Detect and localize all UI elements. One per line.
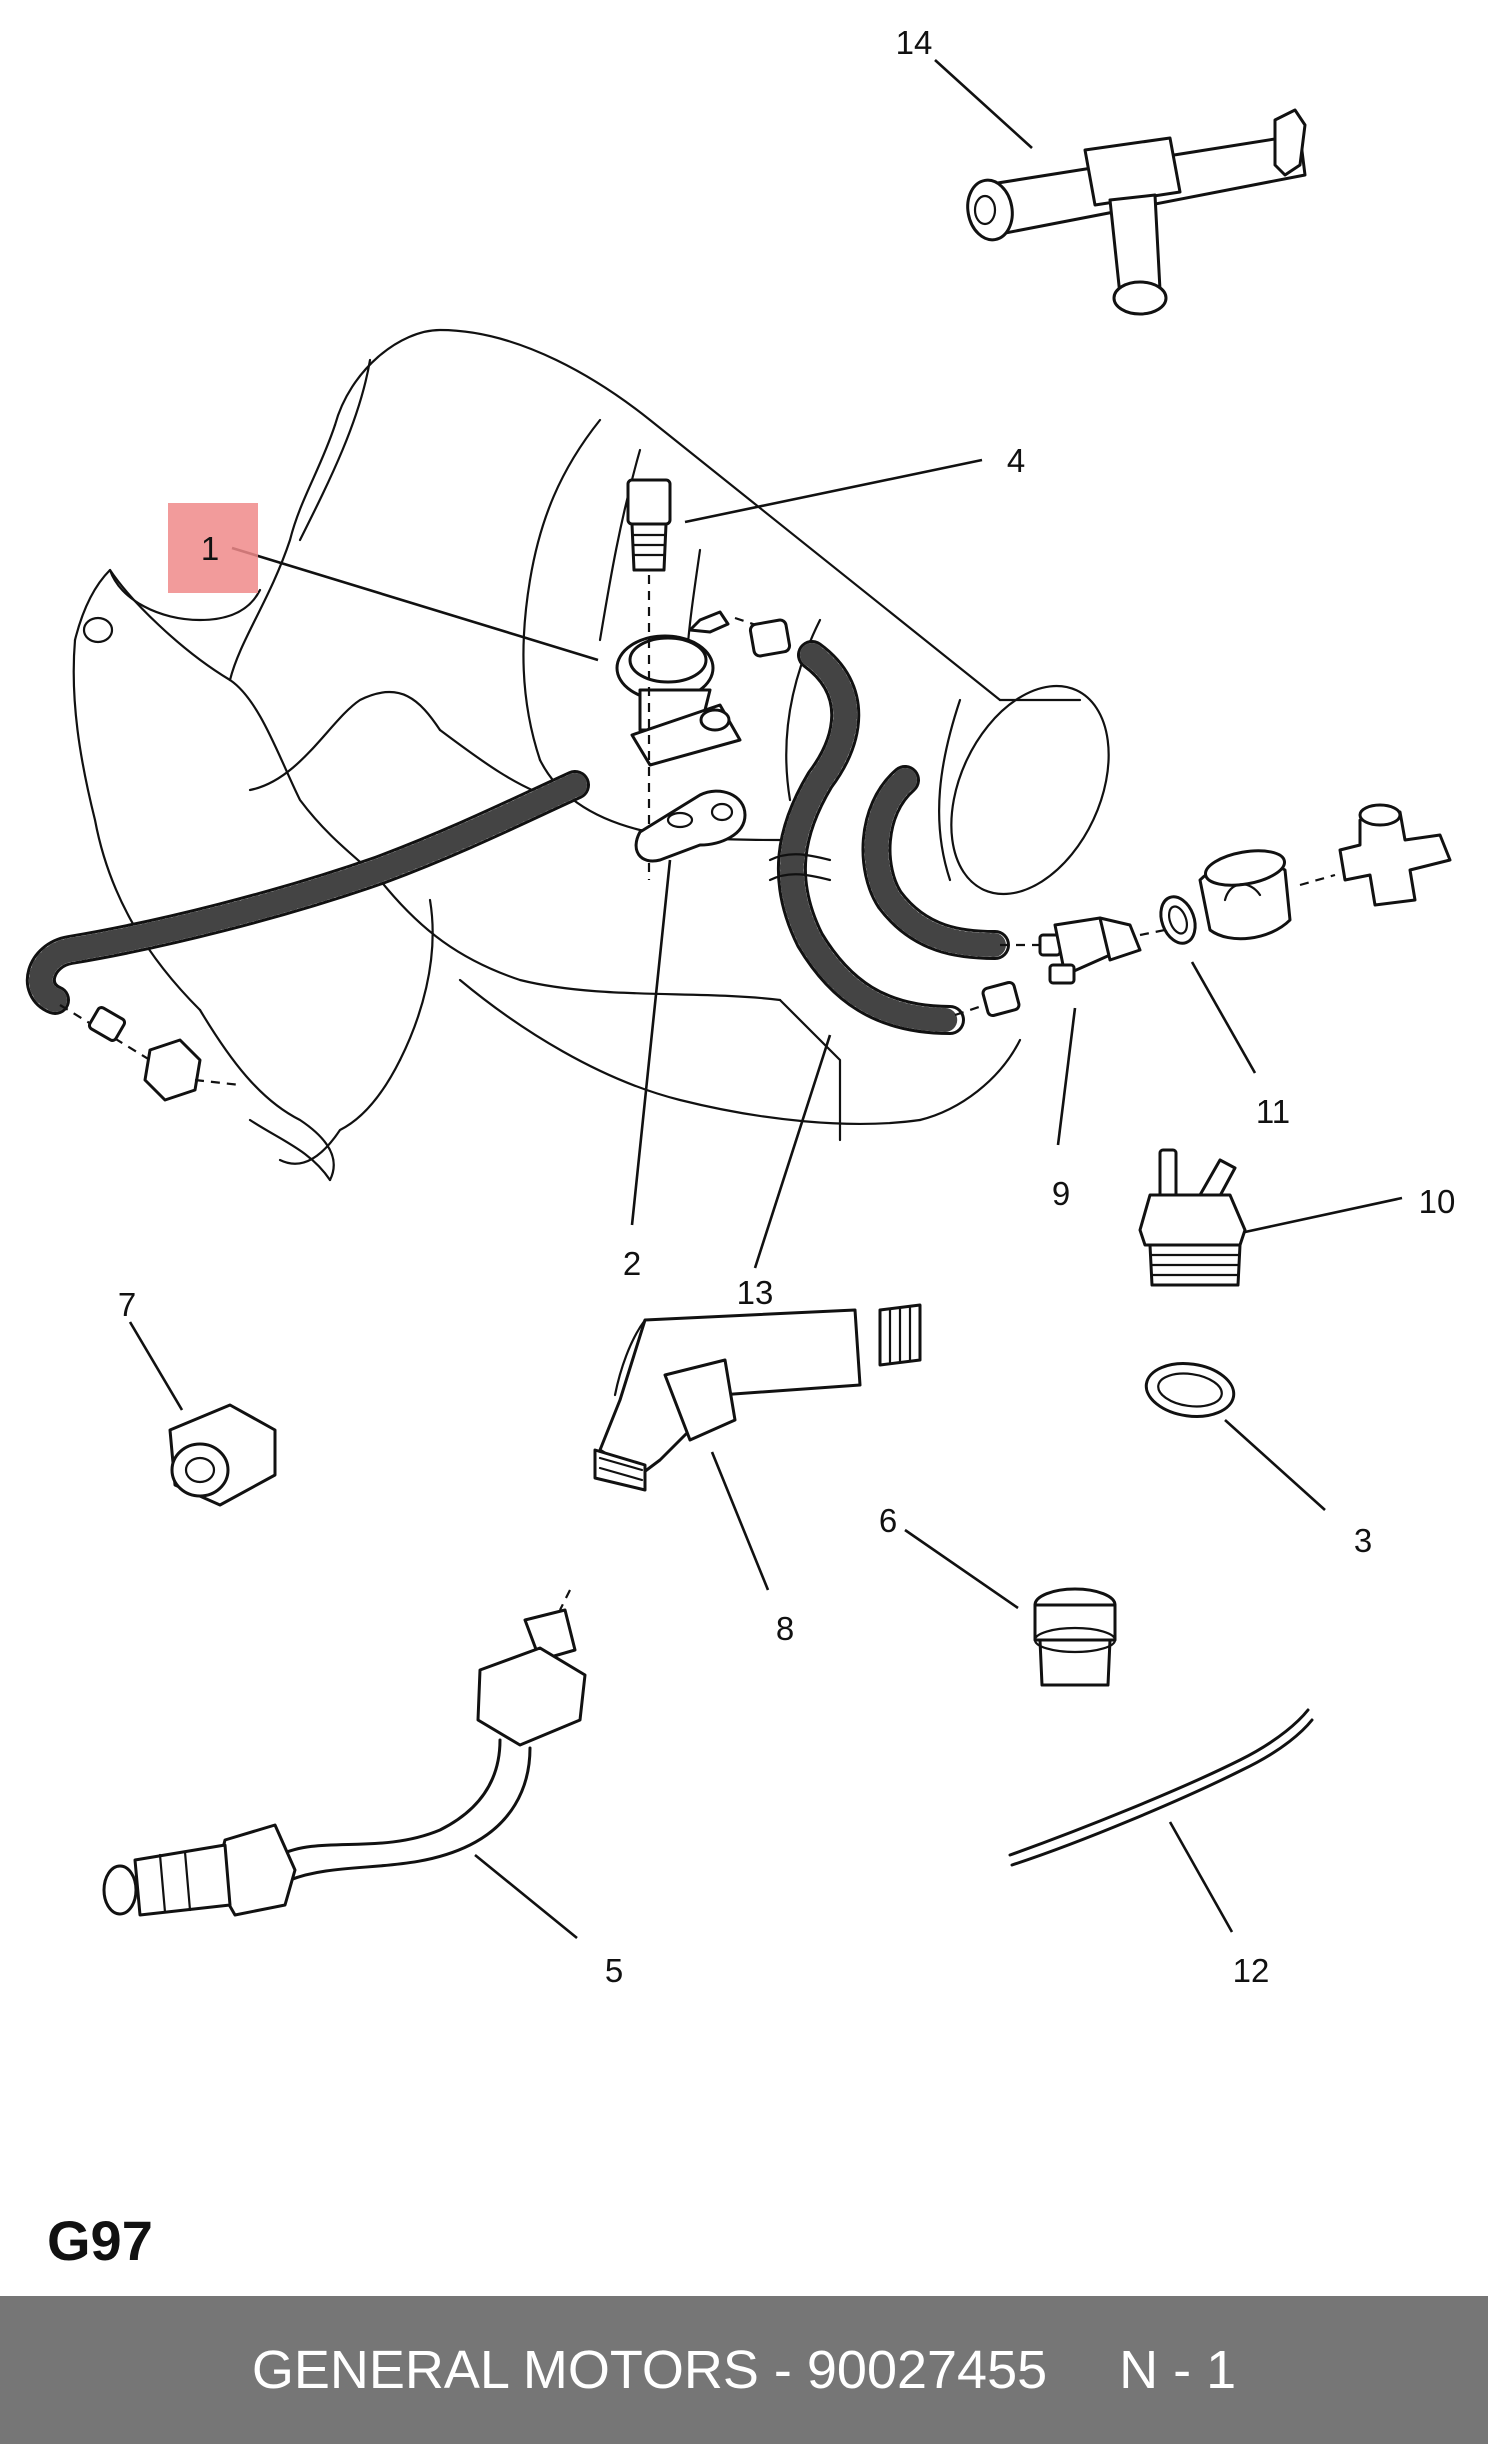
o-ring	[1144, 1362, 1236, 1418]
callout-9: 9	[1052, 1175, 1070, 1212]
callout-7: 7	[118, 1286, 136, 1323]
bolt	[626, 478, 672, 880]
t-piece	[966, 108, 1307, 316]
callout-8: 8	[776, 1610, 794, 1647]
intake-manifold-drawing	[72, 328, 1110, 1182]
callout-6: 6	[879, 1502, 897, 1539]
cap	[1198, 849, 1336, 941]
callout-10: 10	[1419, 1183, 1456, 1220]
callout-1: 1	[201, 530, 219, 567]
callout-13: 13	[737, 1274, 774, 1311]
callout-4: 4	[1007, 442, 1025, 479]
sealing-plug	[1033, 1587, 1117, 1687]
callout-14: 14	[896, 24, 933, 61]
callout-11: 11	[1256, 1093, 1290, 1130]
callout-5: 5	[605, 1952, 623, 1989]
callout-12: 12	[1233, 1952, 1270, 1989]
temperature-switch	[1138, 1148, 1247, 1287]
vacuum-hose-left	[25, 770, 590, 1102]
footer-quantity: N - 1	[1119, 2340, 1237, 2400]
vacuum-hose-13	[768, 640, 1021, 1035]
washer	[1159, 895, 1197, 945]
leader-lines	[128, 59, 1403, 1940]
thermo-valve	[1000, 916, 1166, 985]
callout-3: 3	[1354, 1522, 1372, 1559]
thin-hose	[1008, 1708, 1314, 1867]
callout-labels: 1 2 3 4 5 6 7 8 9 10 11 12 13 14	[118, 24, 1456, 1989]
union-nut	[168, 1403, 277, 1507]
callout-1-highlight	[168, 503, 258, 593]
diagram-code: G97	[47, 2209, 153, 2272]
parts-diagram: 1 2 3 4 5 6 7 8 9 10 11 12 13 14	[25, 24, 1456, 1989]
egr-valve	[615, 610, 792, 767]
callout-2: 2	[623, 1245, 641, 1282]
t-connector-small	[1338, 803, 1452, 907]
footer-bar: GENERAL MOTORS - 90027455 N - 1	[0, 2296, 1488, 2444]
gasket	[634, 789, 747, 863]
elbow-pipe	[593, 1303, 922, 1492]
footer-brand-part: GENERAL MOTORS - 90027455	[251, 2340, 1048, 2400]
metal-pipe	[102, 1589, 587, 1917]
